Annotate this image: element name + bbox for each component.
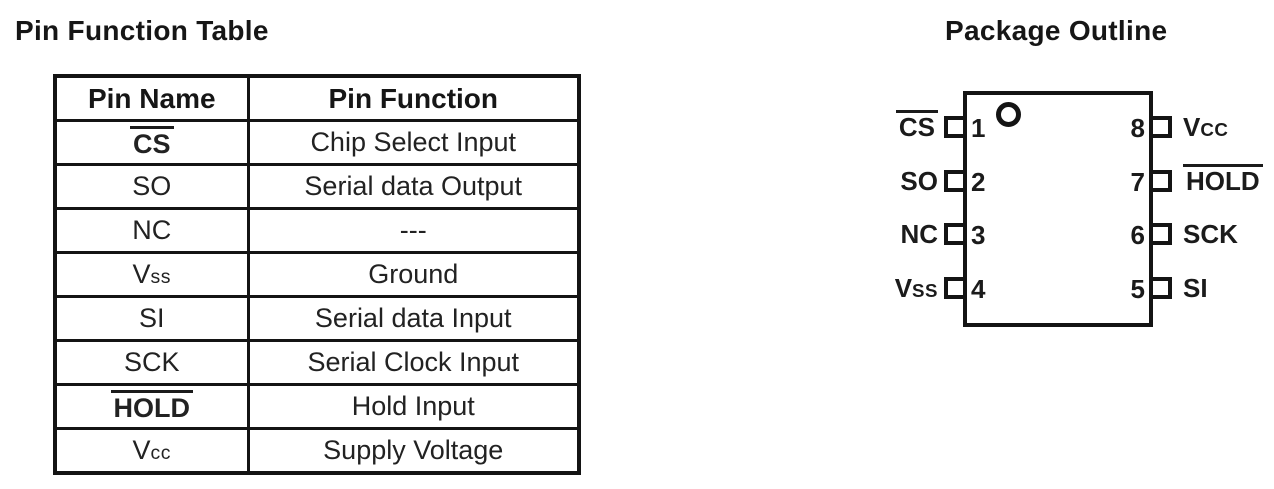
pin-name-cell: CS xyxy=(53,119,250,166)
pin-lead-icon xyxy=(1149,170,1172,192)
pin-name-text: CS xyxy=(895,110,938,141)
right-pin-label: SCK xyxy=(1183,217,1274,251)
right-pin-label: HOLD xyxy=(1183,164,1274,198)
left-pin-label: NC xyxy=(840,217,938,251)
pin-function-cell: --- xyxy=(246,207,581,254)
pin-function-cell: Serial data Input xyxy=(246,295,581,342)
pin-function-cell: Hold Input xyxy=(246,383,581,430)
pin-lead-icon xyxy=(944,116,967,138)
pin-name-text: HOLD xyxy=(110,389,193,422)
pin-name-cell: Vcc xyxy=(53,427,250,475)
pin-function-cell: Serial data Output xyxy=(246,163,581,210)
right-pin-label: SI xyxy=(1183,271,1274,305)
pin-lead-icon xyxy=(944,277,967,299)
table-row: HOLD Hold Input xyxy=(53,383,581,430)
pin-number: 8 xyxy=(1130,113,1145,143)
table-header-row: Pin Name Pin Function xyxy=(53,74,581,122)
left-pin-label: CS xyxy=(840,110,938,144)
pin-name-text: HOLD xyxy=(1183,164,1263,195)
pin-number: 1 xyxy=(971,113,986,143)
pin-name-text: NC xyxy=(900,219,938,249)
chip-body xyxy=(963,91,1153,327)
pin-name-subscript: cc xyxy=(150,442,171,464)
pin-lead-icon xyxy=(1149,223,1172,245)
pin-name-cell: Vss xyxy=(53,251,250,298)
pin-name-text: SI xyxy=(138,303,165,333)
pin-number: 7 xyxy=(1130,167,1145,197)
pin-name-cell: SI xyxy=(53,295,250,342)
pin-number: 3 xyxy=(971,220,986,250)
pin-name-cell: HOLD xyxy=(53,383,250,430)
table-row: SO Serial data Output xyxy=(53,163,581,210)
left-pin-label: VSS xyxy=(840,271,938,305)
pin-name-text: V xyxy=(132,259,151,289)
pin-function-cell: Supply Voltage xyxy=(246,427,581,475)
pin-name-text: SCK xyxy=(1183,219,1238,249)
pin-function-cell: Ground xyxy=(246,251,581,298)
pin-function-cell: Chip Select Input xyxy=(246,119,581,166)
pin-function-header: Pin Function xyxy=(246,74,581,122)
pin-name-cell: SCK xyxy=(53,339,250,386)
pin-name-text: NC xyxy=(132,215,172,245)
pin-number: 2 xyxy=(971,167,986,197)
pin-function-cell: Serial Clock Input xyxy=(246,339,581,386)
pin-lead-icon xyxy=(944,223,967,245)
pin-name-text: V xyxy=(894,273,913,303)
table-row: SCK Serial Clock Input xyxy=(53,339,581,386)
right-pin-label: VCC xyxy=(1183,110,1274,144)
pin-name-text: CS xyxy=(129,125,174,158)
pin-name-text: SO xyxy=(132,171,172,201)
pin-name-cell: NC xyxy=(53,207,250,254)
package-outline-title: Package Outline xyxy=(945,15,1168,46)
pin-name-text: SI xyxy=(1183,273,1208,303)
pin-name-subscript: SS xyxy=(912,280,938,301)
pin-name-cell: SO xyxy=(53,163,250,210)
pin-name-header: Pin Name xyxy=(53,74,250,122)
table-row: CS Chip Select Input xyxy=(53,119,581,166)
pin-name-text: V xyxy=(132,435,151,465)
pin-function-table: Pin Name Pin Function CS Chip Select Inpu… xyxy=(53,74,581,475)
pin-number: 4 xyxy=(971,274,986,304)
pin-name-text: SCK xyxy=(123,347,180,377)
pin-number: 5 xyxy=(1130,274,1145,304)
pin-name-text: SO xyxy=(900,166,938,196)
table-row: NC --- xyxy=(53,207,581,254)
pin-lead-icon xyxy=(1149,116,1172,138)
table-row: SI Serial data Input xyxy=(53,295,581,342)
pin-name-text: V xyxy=(1183,112,1201,142)
pin-1-indicator-circle xyxy=(996,102,1021,127)
pin-number: 6 xyxy=(1130,220,1145,250)
pin-lead-icon xyxy=(1149,277,1172,299)
pin-name-subscript: ss xyxy=(150,266,171,288)
pin-lead-icon xyxy=(944,170,967,192)
pin-name-subscript: CC xyxy=(1200,119,1229,140)
pin-function-table-title: Pin Function Table xyxy=(15,15,269,46)
left-pin-label: SO xyxy=(840,164,938,198)
